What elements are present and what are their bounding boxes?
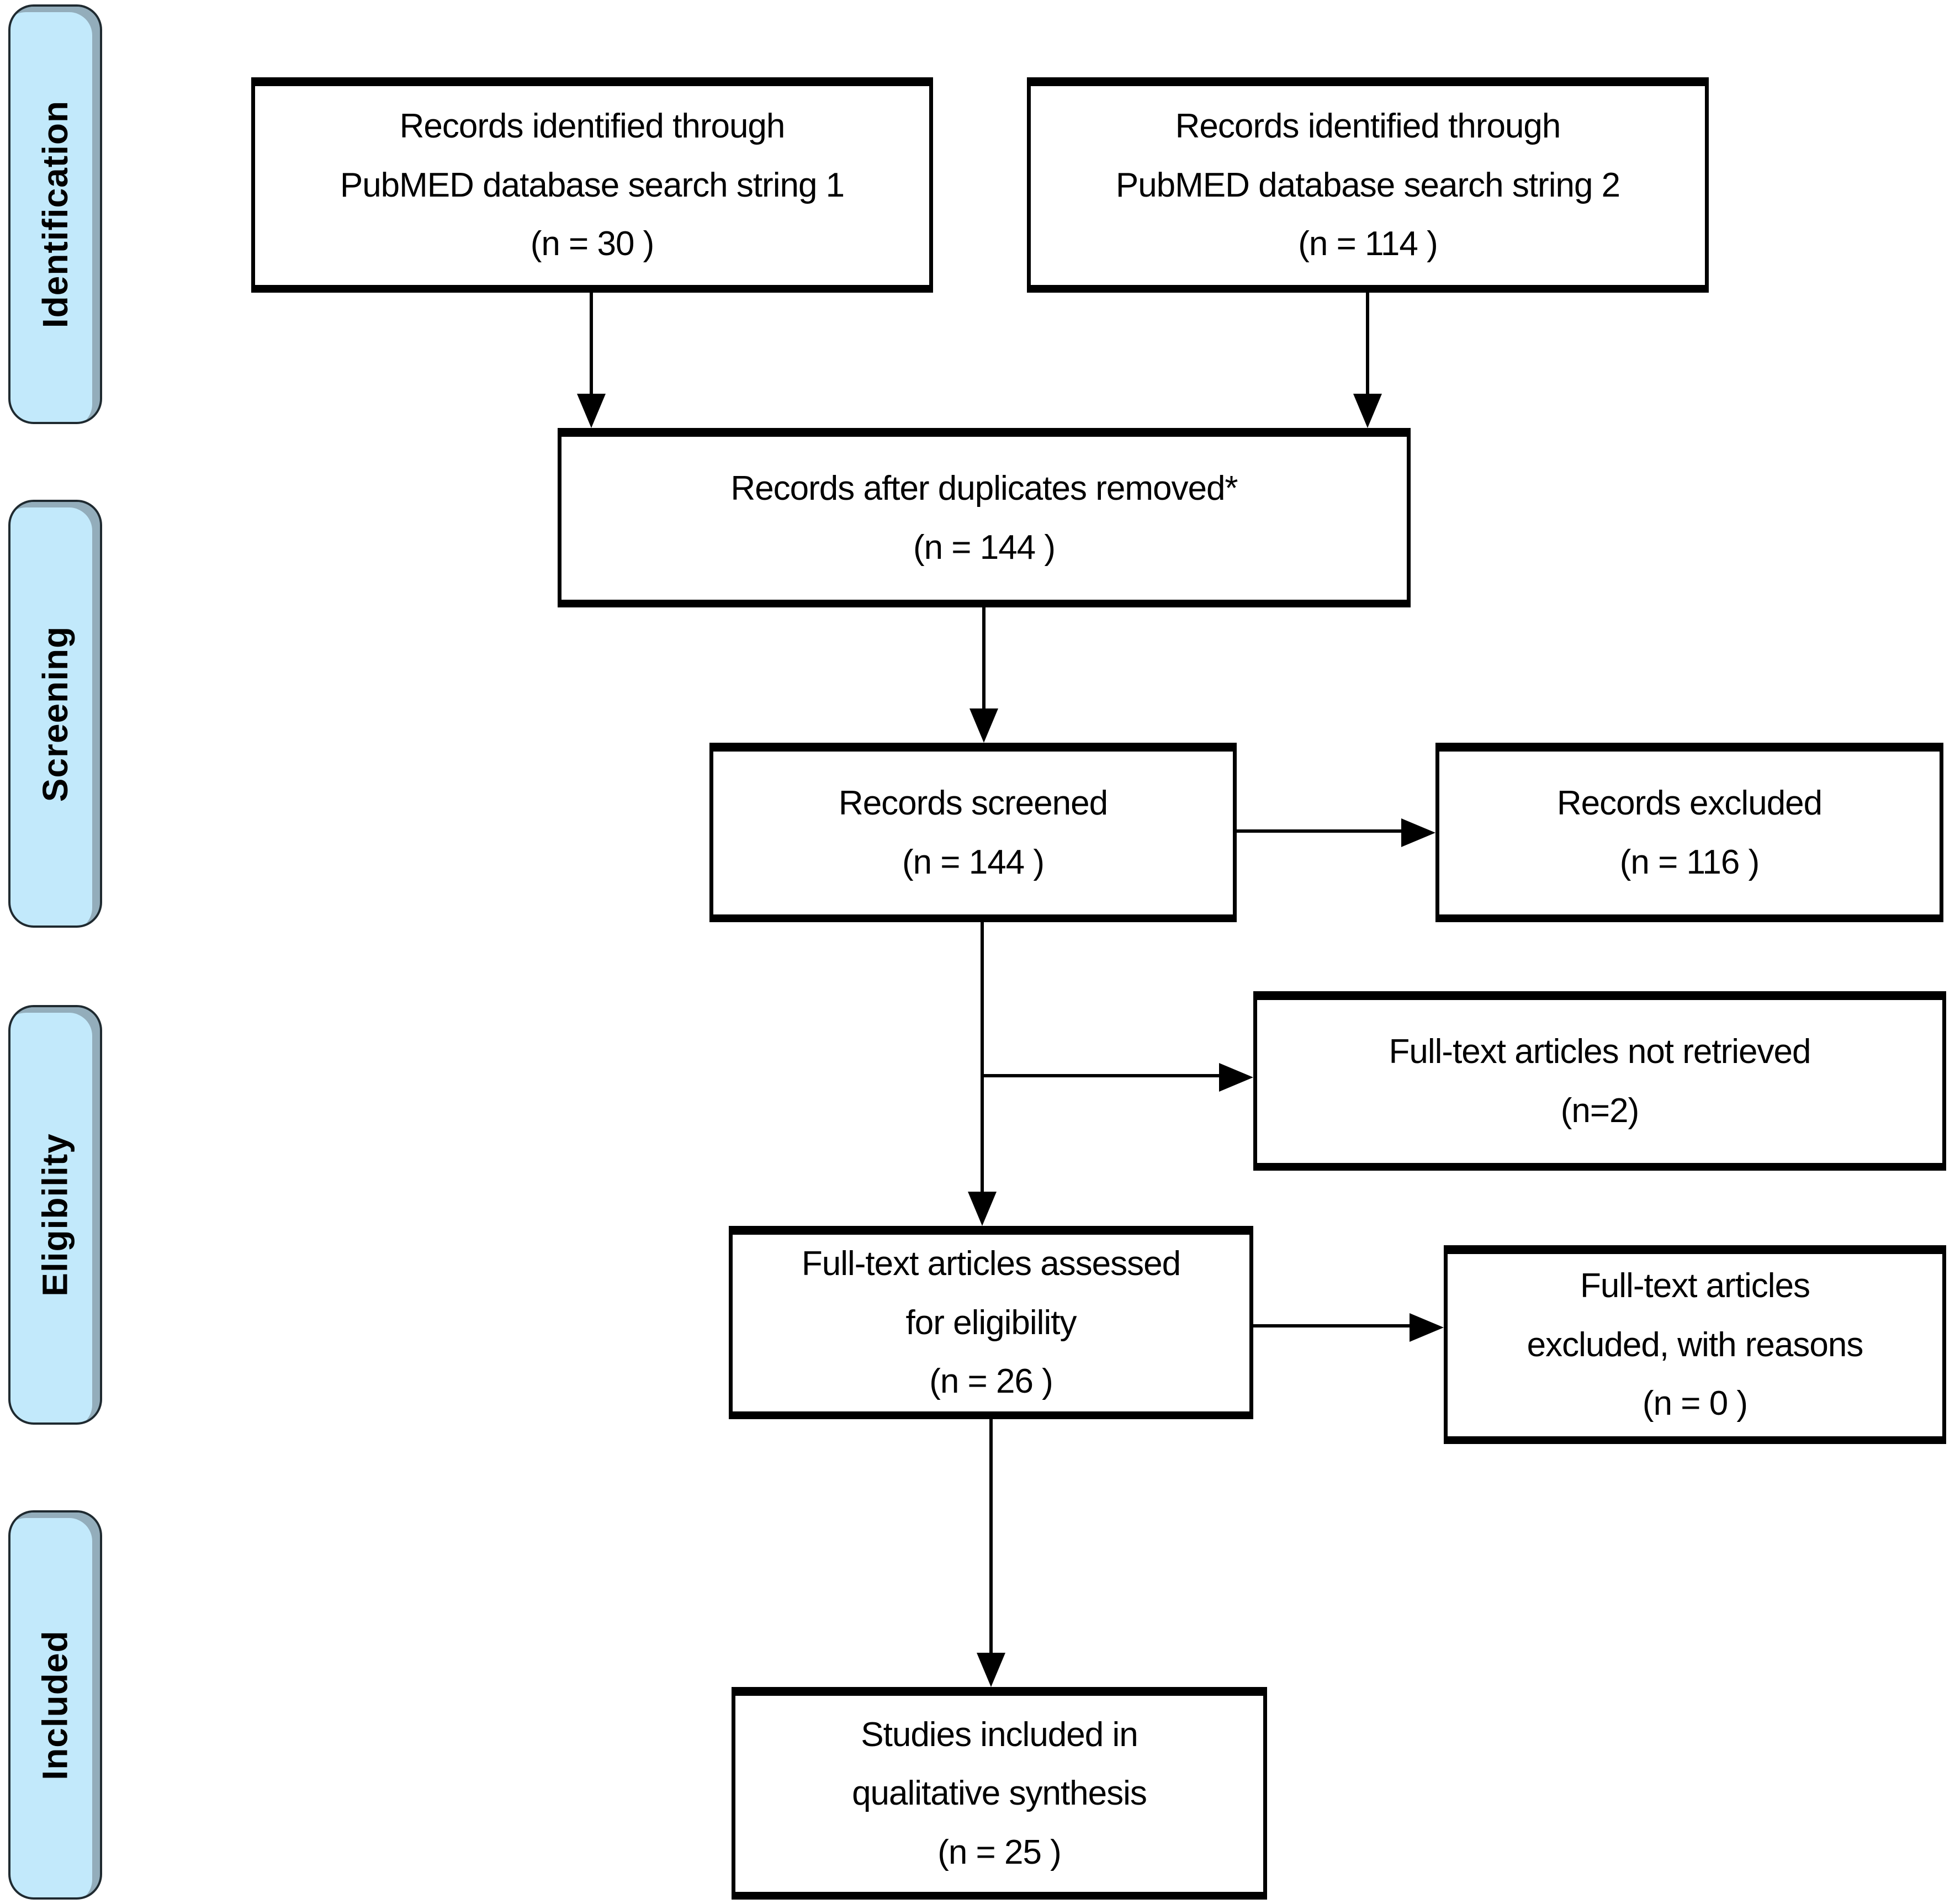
box-records-identified-string1: Records identified through PubMED databa… <box>251 77 933 293</box>
arrowhead-right-icon <box>1410 1313 1444 1342</box>
connector-screened-to-excluded <box>1236 829 1404 833</box>
box-text-line: Full-text articles assessed <box>801 1245 1181 1283</box>
connector-search1-to-duplicates <box>590 290 593 398</box>
box-text-line: Full-text articles <box>1580 1267 1810 1305</box>
box-text-line: Studies included in <box>861 1715 1138 1754</box>
connector-assessed-to-included <box>989 1419 993 1657</box>
box-text-line: PubMED database search string 2 <box>1115 166 1620 204</box>
arrowhead-down-icon <box>1353 394 1382 428</box>
stage-label-identification: Identification <box>35 100 75 329</box>
stage-bar-identification: Identification <box>8 4 102 424</box>
stage-label-eligibility: Eligibility <box>35 1133 75 1297</box>
arrowhead-down-icon <box>969 708 998 743</box>
box-count-line: (n = 144 ) <box>913 528 1056 567</box>
box-count-line: (n = 26 ) <box>929 1362 1053 1401</box>
stage-bar-included: Included <box>8 1510 102 1900</box>
arrowhead-down-icon <box>977 1653 1005 1687</box>
box-count-line: (n = 114 ) <box>1298 225 1438 263</box>
arrowhead-down-icon <box>968 1192 997 1226</box>
connector-duplicates-to-screened <box>982 605 986 712</box>
box-records-after-duplicates-removed: Records after duplicates removed* (n = 1… <box>558 428 1411 607</box>
connector-screened-to-assessed <box>981 919 984 1196</box>
arrowhead-right-icon <box>1219 1063 1253 1092</box>
box-count-line: (n = 30 ) <box>530 225 655 263</box>
box-text-line: excluded, with reasons <box>1527 1325 1864 1364</box>
box-count-line: (n=2) <box>1560 1091 1639 1130</box>
box-text-line: Records identified through <box>399 107 786 146</box>
connector-assessed-to-ft-excluded <box>1252 1324 1412 1327</box>
stage-label-screening: Screening <box>35 626 75 802</box>
box-text-line: Records excluded <box>1556 784 1822 822</box>
box-studies-included: Studies included in qualitative synthesi… <box>732 1687 1267 1900</box>
box-records-identified-string2: Records identified through PubMED databa… <box>1027 77 1709 293</box>
box-records-excluded: Records excluded (n = 116 ) <box>1435 743 1943 922</box>
arrowhead-right-icon <box>1401 818 1435 847</box>
box-text-line: for eligibility <box>905 1303 1077 1342</box>
stage-label-included: Included <box>35 1630 75 1780</box>
box-fulltext-not-retrieved: Full-text articles not retrieved (n=2) <box>1253 991 1946 1171</box>
stage-bar-eligibility: Eligibility <box>8 1005 102 1425</box>
box-text-line: PubMED database search string 1 <box>340 166 845 204</box>
box-fulltext-assessed: Full-text articles assessed for eligibil… <box>729 1226 1253 1419</box>
box-text-line: Full-text articles not retrieved <box>1389 1032 1811 1071</box>
box-records-screened: Records screened (n = 144 ) <box>709 743 1237 922</box>
box-text-line: Records screened <box>838 784 1108 822</box>
box-text-line: Records identified through <box>1175 107 1561 146</box>
box-count-line: (n = 116 ) <box>1619 843 1760 881</box>
box-count-line: (n = 25 ) <box>937 1833 1062 1871</box>
box-text-line: Records after duplicates removed* <box>730 469 1238 507</box>
box-text-line: qualitative synthesis <box>852 1774 1147 1813</box>
box-fulltext-excluded-with-reasons: Full-text articles excluded, with reason… <box>1444 1245 1946 1444</box>
connector-search2-to-duplicates <box>1366 290 1369 398</box>
connector-branch-to-not-retrieved <box>981 1074 1221 1077</box>
stage-bar-screening: Screening <box>8 500 102 928</box>
box-count-line: (n = 144 ) <box>902 843 1045 881</box>
box-count-line: (n = 0 ) <box>1642 1384 1748 1423</box>
arrowhead-down-icon <box>577 394 606 428</box>
